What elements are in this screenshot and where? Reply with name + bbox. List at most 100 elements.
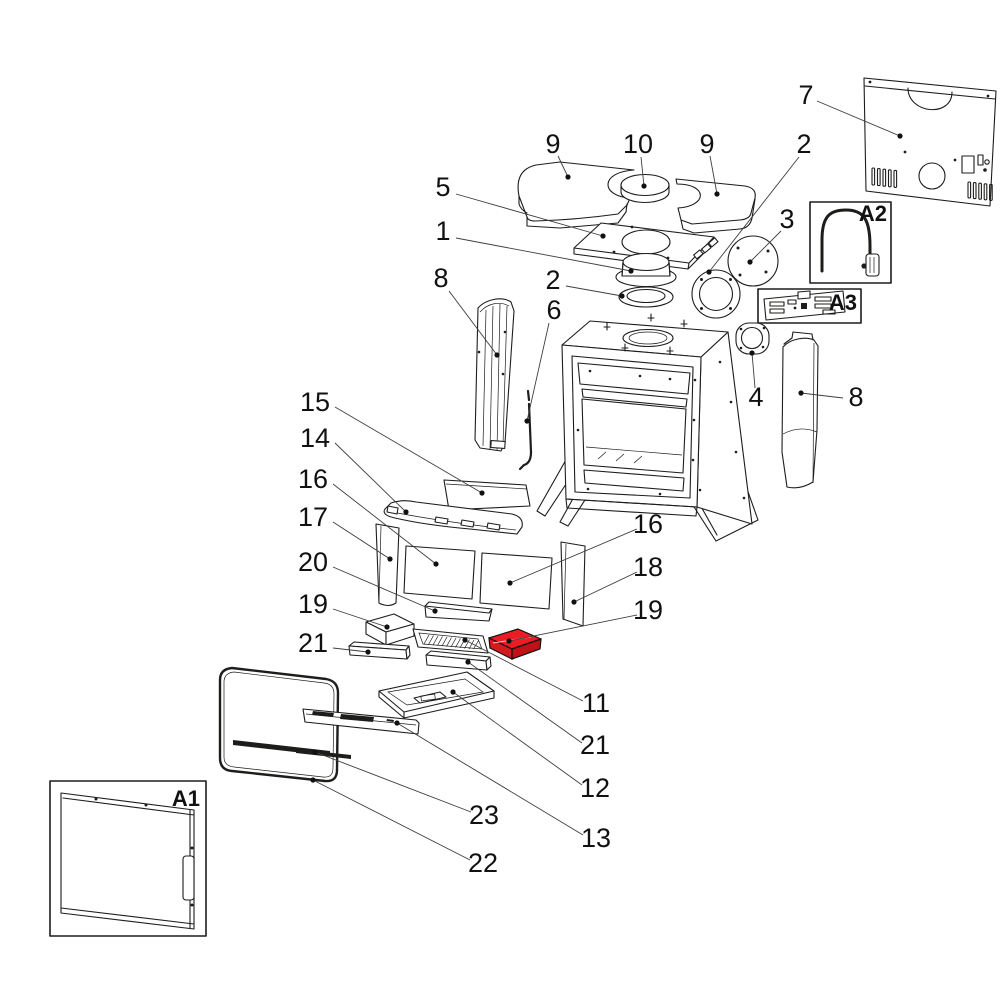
strip-21-right bbox=[425, 650, 492, 671]
callout-dot-3-2 bbox=[747, 259, 753, 265]
flue-ring-2 bbox=[691, 269, 741, 319]
callout-label-16-15[interactable]: 16 bbox=[298, 464, 328, 494]
brick-19-left bbox=[365, 613, 415, 646]
firebrick-17 bbox=[375, 523, 400, 607]
stove-body bbox=[536, 313, 759, 542]
callout-label-14-14[interactable]: 14 bbox=[300, 423, 330, 453]
baffle-plate-15 bbox=[443, 479, 531, 511]
callout-label-8-9[interactable]: 8 bbox=[433, 263, 448, 293]
callout-leader-16-20 bbox=[509, 528, 638, 584]
callout-leader-1-7 bbox=[455, 237, 632, 272]
callout-dot-2-1 bbox=[706, 269, 712, 275]
callout-label-18-21[interactable]: 18 bbox=[633, 552, 663, 582]
sealing-ring-2 bbox=[618, 286, 674, 308]
callout-leader-7-0 bbox=[816, 100, 901, 137]
callout-label-20-17[interactable]: 20 bbox=[298, 547, 328, 577]
callout-dot-2-8 bbox=[619, 293, 625, 299]
side-panel-8-right bbox=[781, 331, 819, 489]
top-plate-5 bbox=[573, 222, 719, 270]
callout-leader-8-12 bbox=[800, 392, 844, 399]
callout-dot-5-6 bbox=[600, 233, 606, 239]
callout-label-8-12[interactable]: 8 bbox=[848, 382, 863, 412]
firebrick-16-right bbox=[479, 552, 553, 610]
callout-label-19-22[interactable]: 19 bbox=[633, 595, 663, 625]
callout-label-2-8[interactable]: 2 bbox=[545, 265, 560, 295]
callout-label-7-0[interactable]: 7 bbox=[798, 80, 813, 110]
callout-label-13-26[interactable]: 13 bbox=[581, 823, 611, 853]
kit-box-a2 bbox=[809, 201, 892, 284]
callout-label-4-11[interactable]: 4 bbox=[748, 382, 763, 412]
grate-11 bbox=[412, 628, 489, 654]
callout-label-19-18[interactable]: 19 bbox=[298, 589, 328, 619]
back-panel-part-7 bbox=[863, 77, 997, 207]
callout-dot-8-9 bbox=[494, 352, 500, 358]
callout-leader-19-18 bbox=[332, 608, 388, 628]
door-assembly bbox=[60, 792, 195, 930]
callout-dot-10-4 bbox=[641, 183, 647, 189]
callout-label-21-24[interactable]: 21 bbox=[580, 730, 610, 760]
callout-leader-21-24 bbox=[467, 661, 583, 744]
callout-dot-16-15 bbox=[433, 561, 439, 567]
callout-leader-21-19 bbox=[332, 647, 369, 653]
callout-label-5-6[interactable]: 5 bbox=[435, 172, 450, 202]
kit-box-a1 bbox=[49, 780, 207, 937]
callout-leader-5-6 bbox=[455, 193, 604, 237]
callout-dot-20-17 bbox=[432, 608, 438, 614]
callout-dot-6-10 bbox=[524, 418, 530, 424]
callout-dot-12-25 bbox=[450, 689, 456, 695]
box-label-A3: A3 bbox=[829, 290, 857, 315]
glass-strip-23 bbox=[233, 740, 351, 759]
callout-dot-9-5 bbox=[714, 191, 720, 197]
callout-dot-21-24 bbox=[465, 659, 471, 665]
callout-leader-3-2 bbox=[749, 230, 782, 263]
callout-leader-10-4 bbox=[640, 156, 645, 187]
callout-label-9-3[interactable]: 9 bbox=[545, 129, 560, 159]
top-plate-ring-10 bbox=[620, 173, 670, 204]
callout-label-6-10[interactable]: 6 bbox=[546, 295, 561, 325]
callout-label-17-16[interactable]: 17 bbox=[298, 502, 328, 532]
flue-collar-1 bbox=[615, 252, 677, 288]
callout-leader-12-25 bbox=[452, 691, 583, 786]
callout-label-10-4[interactable]: 10 bbox=[623, 129, 653, 159]
ash-pan-12 bbox=[378, 671, 495, 719]
callout-leader-2-1 bbox=[708, 156, 800, 273]
callout-leader-16-15 bbox=[332, 483, 437, 565]
callout-label-22-28[interactable]: 22 bbox=[468, 848, 498, 878]
brick-19-highlighted[interactable] bbox=[488, 628, 542, 660]
callout-label-21-19[interactable]: 21 bbox=[298, 628, 328, 658]
door-glass-22 bbox=[218, 666, 340, 783]
callout-leader-6-10 bbox=[526, 322, 550, 422]
callout-label-9-5[interactable]: 9 bbox=[699, 129, 714, 159]
callout-leader-4-11 bbox=[751, 352, 756, 389]
callout-label-12-25[interactable]: 12 bbox=[580, 773, 610, 803]
kit-box-a3 bbox=[757, 288, 862, 324]
top-plate-9-left bbox=[517, 161, 635, 229]
callout-dot-7-0 bbox=[897, 133, 903, 139]
callout-label-1-7[interactable]: 1 bbox=[435, 216, 450, 246]
callout-label-3-2[interactable]: 3 bbox=[779, 204, 794, 234]
callout-leader-23-27 bbox=[314, 751, 472, 813]
callout-leader-13-26 bbox=[396, 722, 584, 836]
callout-dot-19-18 bbox=[384, 624, 390, 630]
collar-4 bbox=[735, 322, 770, 355]
callout-label-16-20[interactable]: 16 bbox=[633, 509, 663, 539]
callout-leader-11-23 bbox=[464, 639, 584, 702]
callout-leader-17-16 bbox=[332, 521, 391, 560]
callout-dot-21-19 bbox=[365, 649, 371, 655]
callout-leader-9-3 bbox=[557, 155, 569, 178]
lever-rod-6 bbox=[518, 389, 533, 471]
callout-label-2-1[interactable]: 2 bbox=[796, 129, 811, 159]
callout-leader-15-13 bbox=[334, 406, 483, 494]
callout-label-11-23[interactable]: 11 bbox=[582, 688, 610, 718]
callout-dot-17-16 bbox=[387, 556, 393, 562]
callout-dot-22-28 bbox=[310, 777, 316, 783]
strip-21-left bbox=[348, 641, 411, 660]
callout-leader-18-21 bbox=[573, 571, 638, 603]
callout-dot-1-7 bbox=[628, 268, 634, 274]
callout-label-23-27[interactable]: 23 bbox=[469, 800, 499, 830]
firebrick-18 bbox=[560, 541, 586, 627]
callout-label-15-13[interactable]: 15 bbox=[300, 387, 330, 417]
strip-20 bbox=[424, 601, 493, 622]
gasket-cord bbox=[820, 208, 872, 273]
